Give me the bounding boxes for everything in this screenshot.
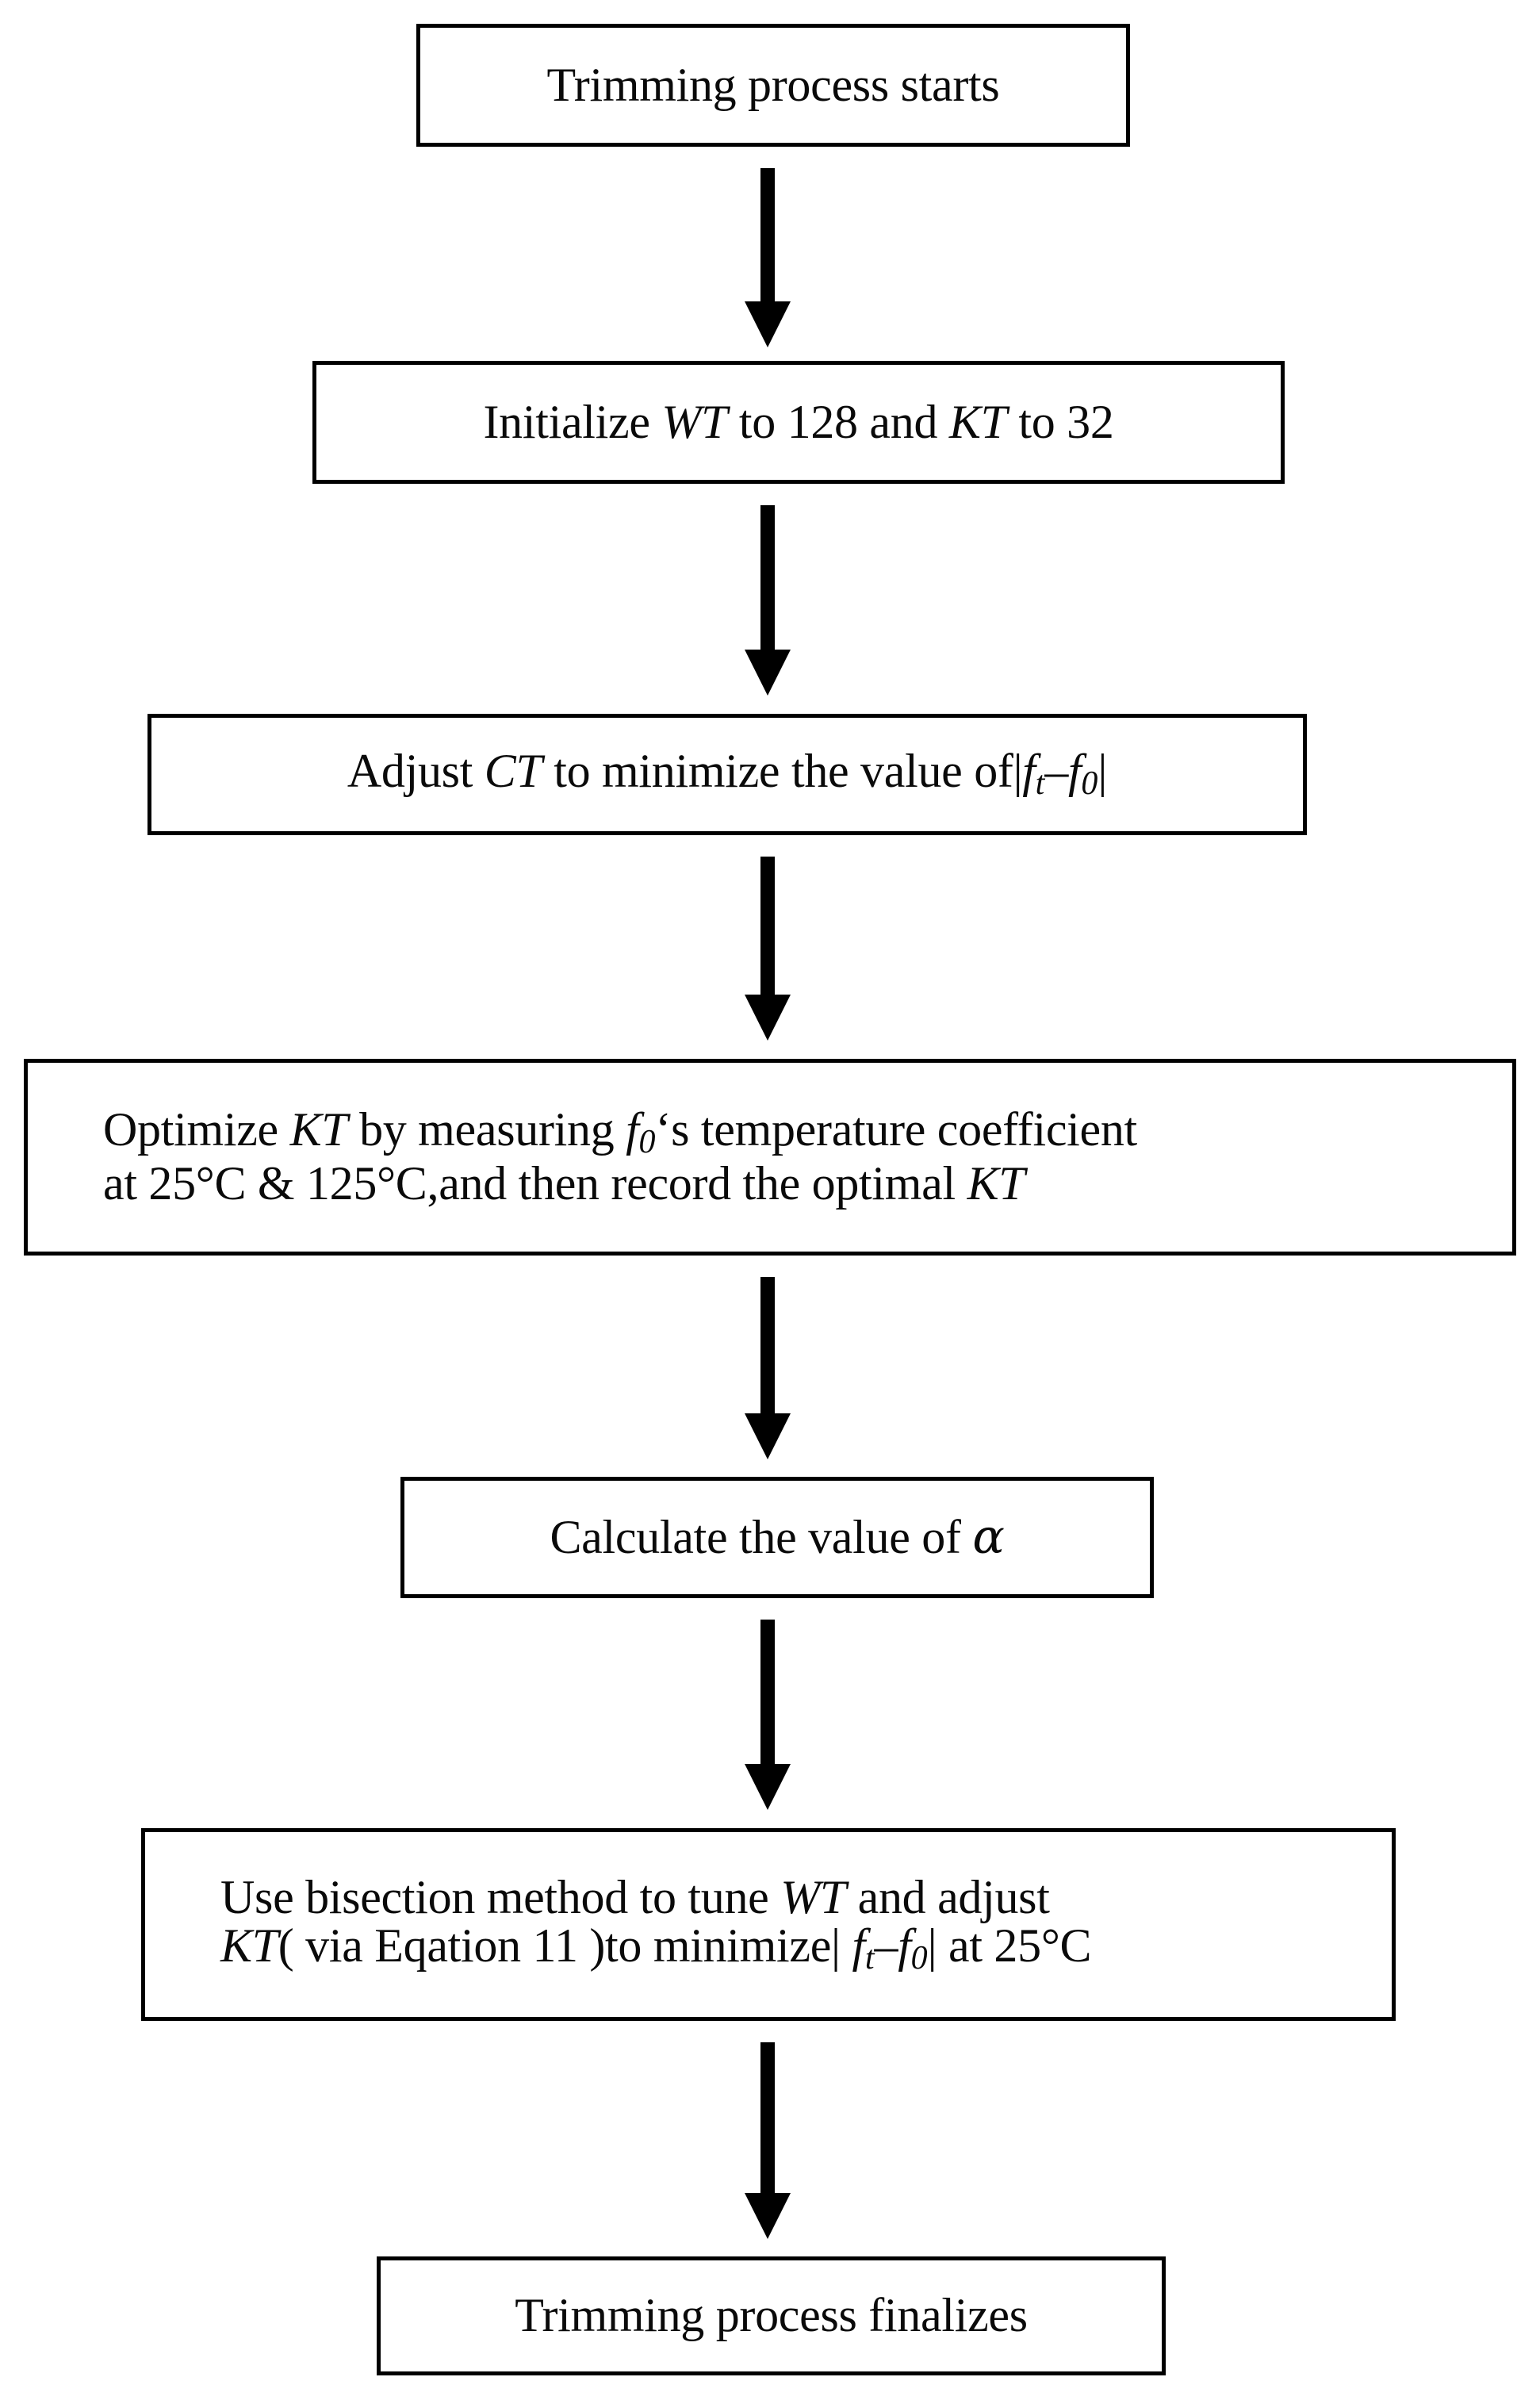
abs-bar-open: | — [1013, 745, 1023, 798]
abs-bar-open: | — [831, 1919, 852, 1973]
arrow-head — [745, 995, 791, 1041]
arrow-shaft — [760, 505, 775, 650]
bisect-line2-variable-kt: KT — [220, 1919, 278, 1973]
node-label-final: Trimming process finalizes — [515, 2289, 1028, 2342]
arrow-head — [745, 1413, 791, 1459]
arrow-shaft — [760, 1277, 775, 1413]
flowchart-node-start[interactable]: Trimming process starts — [416, 24, 1130, 147]
node-label-start: Trimming process starts — [546, 58, 1000, 111]
optimize-prefix: Optimize — [103, 1103, 290, 1156]
flowchart-node-initialize[interactable]: Initialize WT to 128 and KT to 32 — [312, 361, 1285, 484]
arrow-head — [745, 1764, 791, 1810]
bisect-line2-middle: ( via Eqation 11 )to minimize — [278, 1919, 832, 1973]
bisect-line2-suffix: at 25°C — [937, 1919, 1092, 1973]
init-suffix: to 32 — [1006, 395, 1114, 448]
bisect-minus-sign: – — [874, 1919, 898, 1973]
calc-prefix: Calculate the value of — [550, 1510, 973, 1563]
node-label-initialize: Initialize WT to 128 and KT to 32 — [483, 395, 1114, 448]
down-arrow-icon — [740, 857, 795, 1041]
flowchart-node-bisection-tune[interactable]: Use bisection method to tune WT and adju… — [141, 1828, 1396, 2021]
bisect-f-nominal: f — [898, 1919, 911, 1973]
optimize-f-nominal-subscript: 0 — [638, 1124, 656, 1161]
abs-bar-close: | — [927, 1919, 937, 1973]
adjust-middle: to minimize the value of — [542, 745, 1013, 798]
adjust-minus-sign: – — [1044, 745, 1069, 798]
flowchart-node-calculate-alpha[interactable]: Calculate the value of α — [400, 1477, 1154, 1598]
arrow-head — [745, 2193, 791, 2239]
init-middle: to 128 and — [727, 395, 949, 448]
down-arrow-icon — [740, 1620, 795, 1810]
bisect-f-target-subscript: t — [864, 1940, 875, 1977]
down-arrow-icon — [740, 505, 795, 696]
adjust-f-target-subscript: t — [1035, 765, 1045, 803]
bisect-f-nominal-subscript: 0 — [910, 1940, 928, 1977]
optimize-line2-variable-kt: KT — [967, 1157, 1025, 1210]
arrow-shaft — [760, 1620, 775, 1764]
adjust-prefix: Adjust — [347, 745, 485, 798]
bisect-f-target: f — [852, 1919, 865, 1973]
node-label-adjust-ct: Adjust CT to minimize the value of|ft–f0… — [347, 745, 1108, 803]
down-arrow-icon — [740, 168, 795, 347]
adjust-variable-ct: CT — [484, 745, 542, 798]
optimize-suffix: ‘s temperature coefficient — [655, 1103, 1137, 1156]
adjust-f-target: f — [1022, 745, 1036, 798]
init-variable-wt: WT — [661, 395, 728, 448]
init-variable-kt: KT — [948, 395, 1007, 448]
optimize-variable-kt: KT — [289, 1103, 348, 1156]
adjust-f-nominal: f — [1068, 745, 1082, 798]
arrow-shaft — [760, 857, 775, 995]
arrow-head — [745, 650, 791, 696]
arrow-shaft — [760, 168, 775, 301]
adjust-f-nominal-subscript: 0 — [1081, 765, 1098, 803]
node-label-bisection-line2: KT( via Eqation 11 )to minimize| ft–f0| … — [145, 1919, 1092, 1977]
flowchart-node-final[interactable]: Trimming process finalizes — [377, 2256, 1166, 2375]
node-label-optimize-line1: Optimize KT by measuring f0‘s temperatur… — [28, 1106, 1137, 1160]
arrow-shaft — [760, 2042, 775, 2193]
optimize-f-nominal: f — [626, 1103, 639, 1156]
flowchart-node-adjust-ct[interactable]: Adjust CT to minimize the value of|ft–f0… — [147, 714, 1307, 835]
down-arrow-icon — [740, 2042, 795, 2239]
optimize-line2-prefix: at 25°C & 125°C,and then record the opti… — [103, 1157, 967, 1210]
flowchart-node-optimize-kt[interactable]: Optimize KT by measuring f0‘s temperatur… — [24, 1059, 1516, 1256]
alpha-symbol: α — [972, 1509, 1005, 1565]
down-arrow-icon — [740, 1277, 795, 1459]
abs-bar-close: | — [1098, 745, 1108, 798]
bisect-prefix: Use bisection method to tune — [220, 1870, 781, 1923]
bisect-variable-wt: WT — [780, 1870, 846, 1923]
bisect-suffix: and adjust — [845, 1870, 1050, 1923]
optimize-middle: by measuring — [347, 1103, 626, 1156]
arrow-head — [745, 301, 791, 347]
node-label-calculate-alpha: Calculate the value of α — [550, 1510, 1004, 1563]
node-label-bisection-line1: Use bisection method to tune WT and adju… — [145, 1873, 1050, 1922]
node-label-optimize-line2: at 25°C & 125°C,and then record the opti… — [28, 1160, 1025, 1208]
init-prefix: Initialize — [483, 395, 662, 448]
